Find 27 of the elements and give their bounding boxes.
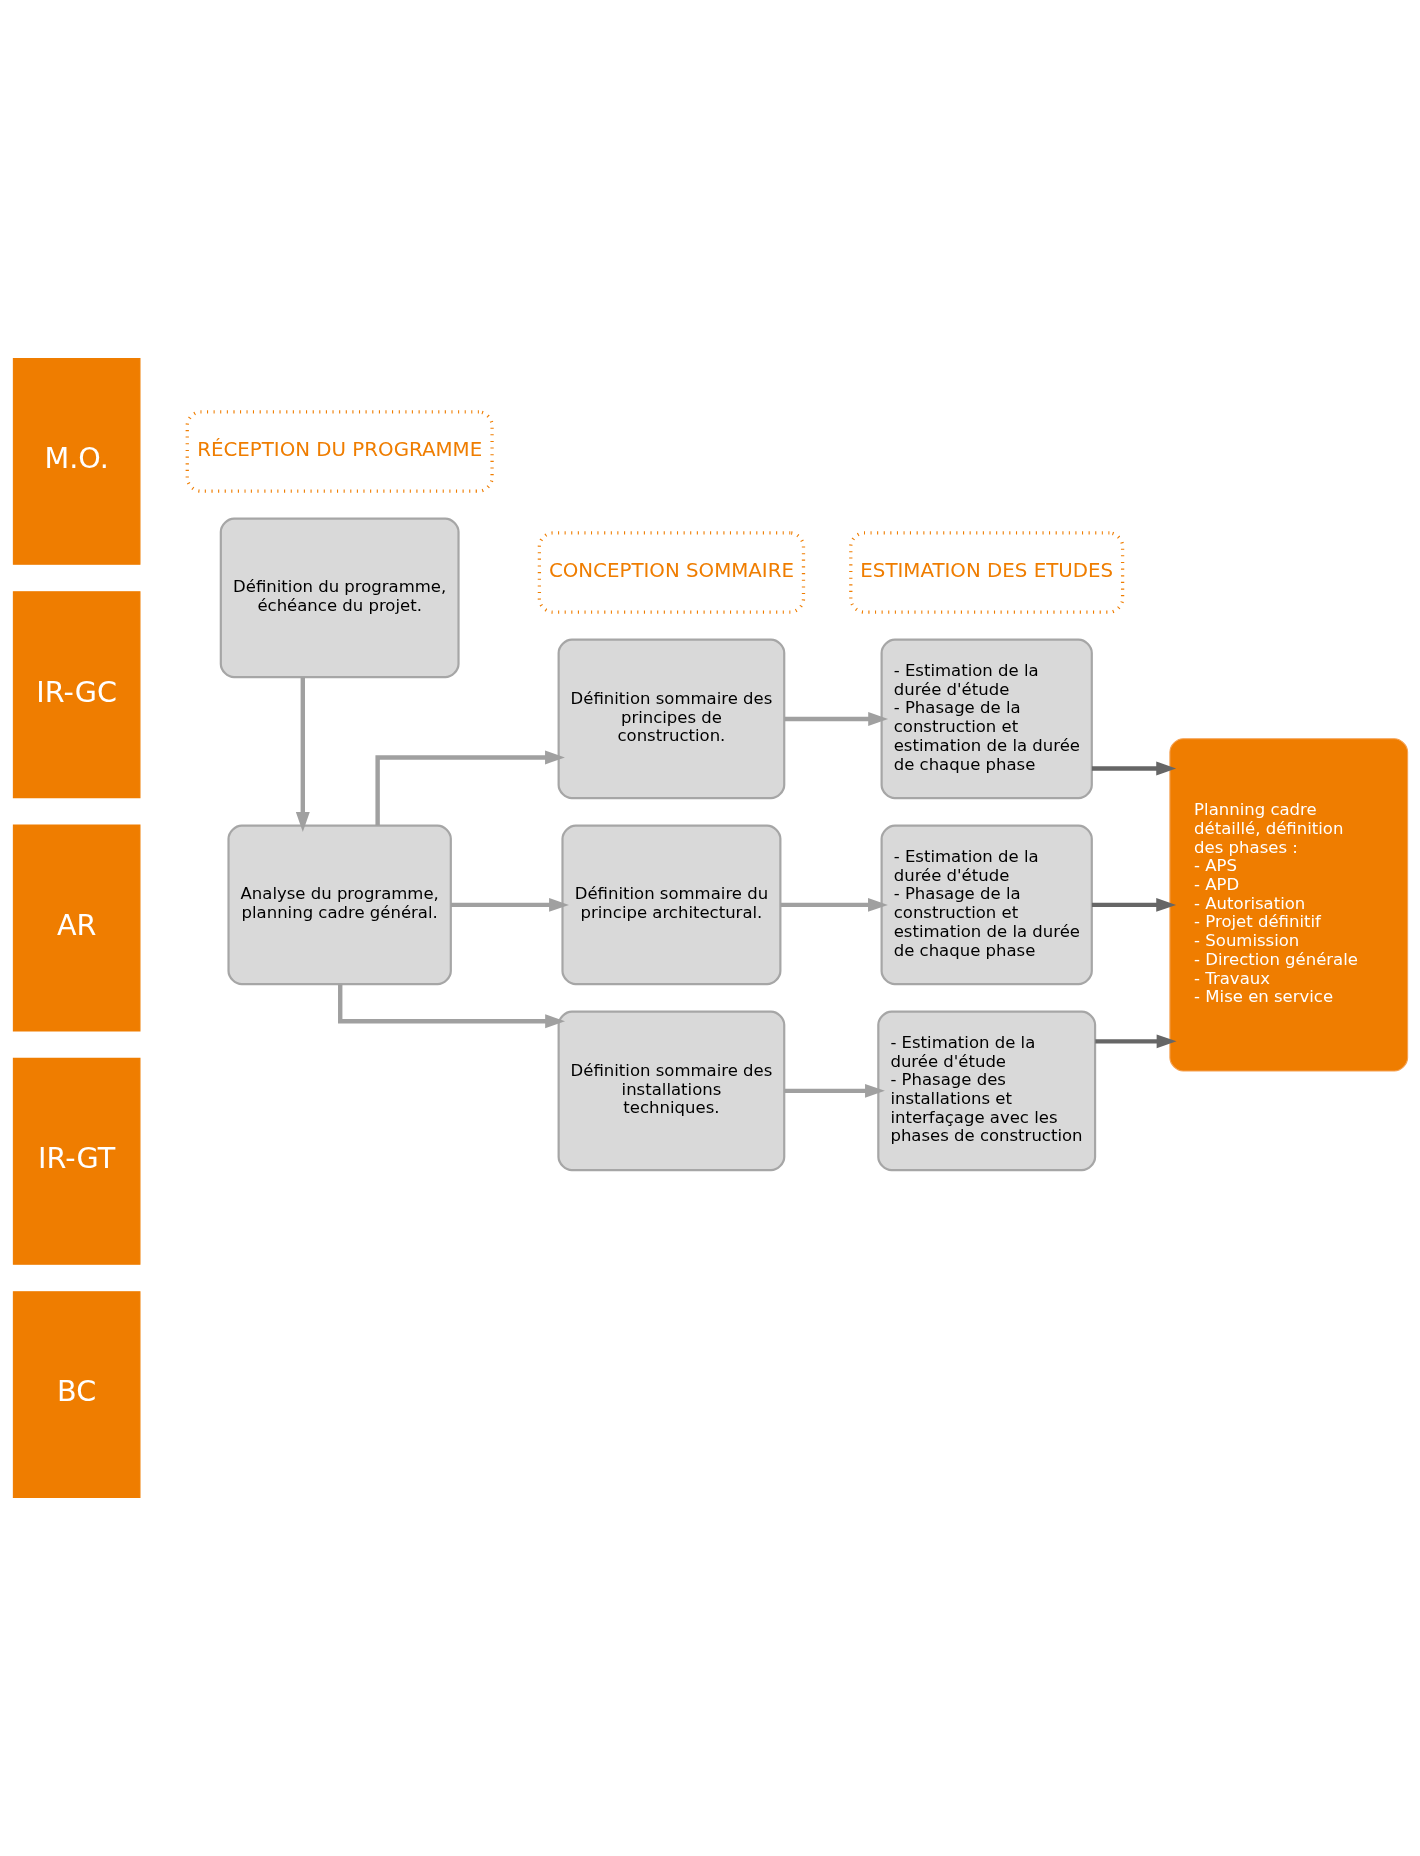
arrow: [780, 897, 888, 912]
arrow: [374, 750, 565, 826]
arrow: [450, 897, 569, 912]
arrow: [1094, 1034, 1176, 1049]
node-box: AR: [12, 824, 140, 1032]
arrow: [783, 1083, 885, 1098]
arrow: [1091, 761, 1176, 776]
node-box: BC: [12, 1291, 140, 1498]
node-box: IR-GC: [12, 591, 140, 799]
node-box: Définition sommaire des principes de construction.: [557, 638, 785, 800]
node-box: ESTIMATION DES ETUDES: [848, 531, 1124, 614]
arrow: [337, 984, 565, 1029]
node-box: Analyse du programme, planning cadre général.: [226, 824, 452, 986]
node-box: Planning cadre détaillé, définition des phases : - APS - APD - Autorisation - Projet définitif - Soumission - Direction générale - Travaux - Mise en service: [1168, 738, 1408, 1072]
arrow: [1091, 897, 1176, 912]
arrow: [295, 677, 310, 832]
node-box: CONCEPTION SOMMAIRE: [537, 531, 805, 614]
node-box: IR-GT: [12, 1057, 140, 1265]
arrow: [783, 711, 888, 726]
node-box: - Estimation de la durée d'étude - Phasage des installations et interfaçage avec les phases de construction: [876, 1010, 1096, 1172]
node-box: RÉCEPTION DU PROGRAMME: [185, 410, 494, 493]
node-box: - Estimation de la durée d'étude - Phasage de la construction et estimation de la durée de chaque phase: [880, 824, 1093, 986]
node-box: Définition sommaire des installations techniques.: [557, 1010, 785, 1172]
node-box: Définition sommaire du principe architectural.: [560, 824, 781, 986]
node-box: - Estimation de la durée d'étude - Phasage de la construction et estimation de la durée de chaque phase: [880, 638, 1093, 800]
node-box: Définition du programme, échéance du projet.: [219, 517, 460, 679]
node-box: M.O.: [12, 358, 140, 565]
